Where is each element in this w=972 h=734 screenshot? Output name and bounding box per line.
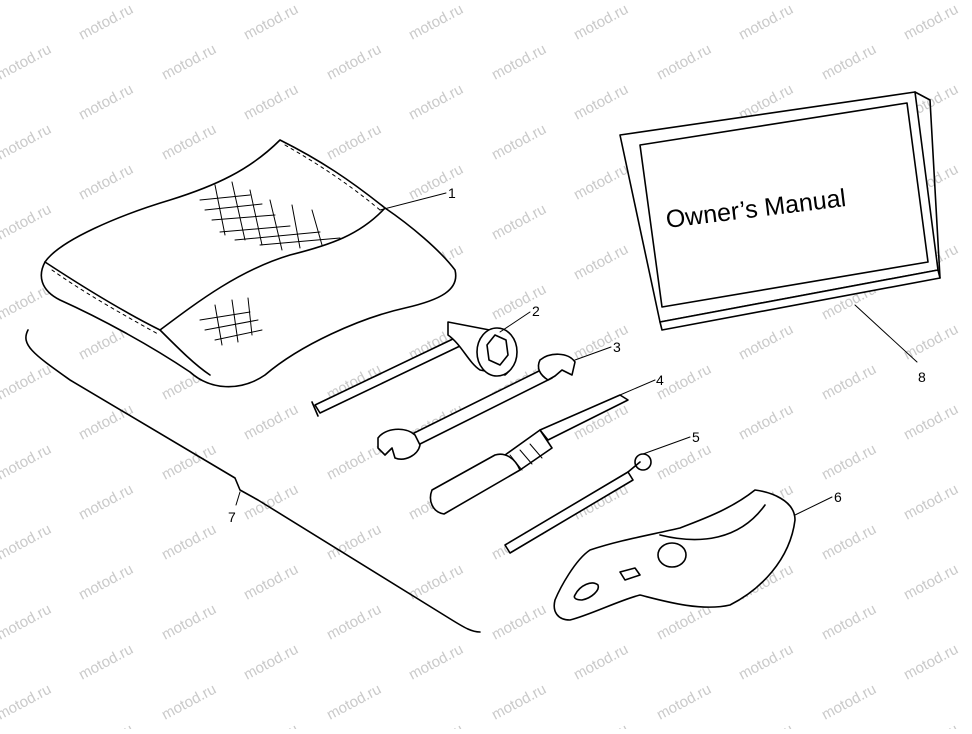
watermark-text: motod.ru [489,201,549,244]
watermark-text: motod.ru [571,641,631,684]
watermark-text: motod.ru [406,721,466,729]
watermark-text: motod.ru [241,401,301,444]
watermark-text: motod.ru [0,0,54,4]
watermark-text: motod.ru [489,601,549,644]
watermark-text: motod.ru [241,81,301,124]
watermark-text: motod.ru [571,1,631,44]
watermark-text: motod.ru [489,121,549,164]
watermark-text: motod.ru [406,161,466,204]
watermark-text: motod.ru [76,641,136,684]
watermark-text: motod.ru [0,201,54,244]
watermark-text: motod.ru [489,681,549,724]
watermark-text: motod.ru [736,401,796,444]
watermark-text: motod.ru [76,161,136,204]
hook-spanner [553,489,796,621]
watermark-text: motod.ru [819,601,879,644]
watermark-text: motod.ru [0,681,54,724]
watermark-text: motod.ru [406,641,466,684]
watermark-text: motod.ru [0,41,54,84]
watermark-text: motod.ru [159,601,219,644]
watermark-text: motod.ru [901,561,961,604]
open-end-wrench [377,353,576,460]
watermark-text: motod.ru [489,281,549,324]
watermark-text: motod.ru [159,41,219,84]
watermark-text: motod.ru [76,481,136,524]
watermark-text: motod.ru [241,721,301,729]
callout-7: 7 [228,509,236,525]
watermark-text: motod.ru [0,121,54,164]
watermark-text: motod.ru [324,121,384,164]
watermark-text: motod.ru [324,441,384,484]
small-screwdriver [504,453,652,554]
watermark-text: motod.ru [819,361,879,404]
watermark-text: motod.ru [901,721,961,729]
watermark-text: motod.ru [241,1,301,44]
watermark-text: motod.ru [736,321,796,364]
watermark-text: motod.ru [819,441,879,484]
callout-3: 3 [613,339,621,355]
watermark-text: motod.ru [76,721,136,729]
watermark-text: motod.ru [324,41,384,84]
screwdriver [429,394,629,515]
watermark-text: motod.ru [736,641,796,684]
watermark-text: motod.ru [159,121,219,164]
watermark-text: motod.ru [324,0,384,4]
watermark-text: motod.ru [241,481,301,524]
callout-2: 2 [532,303,540,319]
watermark-text: motod.ru [159,681,219,724]
callout-1: 1 [448,185,456,201]
watermark-text: motod.ru [406,1,466,44]
watermark-text: motod.ru [571,161,631,204]
watermark-text: motod.ru [901,481,961,524]
callout-6: 6 [834,489,842,505]
watermark-text: motod.ru [406,81,466,124]
watermark-text: motod.ru [324,521,384,564]
watermark-text: motod.ru [0,441,54,484]
watermark-text: motod.ru [571,81,631,124]
watermark-text: motod.ru [489,0,549,4]
watermark-text: motod.ru [654,41,714,84]
watermark-text: motod.ru [571,721,631,729]
watermark-text: motod.ru [159,441,219,484]
tool-pouch [40,139,457,388]
watermark-text: motod.ru [901,401,961,444]
watermark-text: motod.ru [241,641,301,684]
watermark-text: motod.ru [571,321,631,364]
watermark-text: motod.ru [489,41,549,84]
watermark-text: motod.ru [901,321,961,364]
callout-5: 5 [692,429,700,445]
watermark-text: motod.ru [571,241,631,284]
watermark-text: motod.ru [324,681,384,724]
watermark-text: motod.ru [654,681,714,724]
watermark-text: motod.ru [76,561,136,604]
watermark-text: motod.ru [241,561,301,604]
watermark-text: motod.ru [76,1,136,44]
watermark-text: motod.ru [159,521,219,564]
leader-lines [235,192,918,516]
watermark-text: motod.ru [0,521,54,564]
watermark-text: motod.ru [736,1,796,44]
kit-bracket [25,329,481,633]
callout-8: 8 [918,369,926,385]
watermark-text: motod.ru [654,0,714,4]
watermark-text: motod.ru [819,681,879,724]
watermark-text: motod.ru [0,601,54,644]
watermark-text: motod.ru [819,41,879,84]
callouts: 1 2 3 4 5 6 7 8 [228,185,926,525]
watermark-text: motod.ru [76,401,136,444]
callout-4: 4 [656,372,664,388]
watermark-text: motod.ru [0,361,54,404]
watermark-text: motod.ru [901,641,961,684]
watermark-text: motod.ru [819,0,879,4]
watermark-text: motod.ru [76,81,136,124]
watermark-text: motod.ru [819,521,879,564]
watermark-text: motod.ru [901,1,961,44]
spark-plug-socket-wrench [311,321,518,417]
watermark-text: motod.ru [324,601,384,644]
owners-manual: Owner’s Manual [619,91,941,331]
watermark-text: motod.ru [159,0,219,4]
watermark-text: motod.ru [736,721,796,729]
